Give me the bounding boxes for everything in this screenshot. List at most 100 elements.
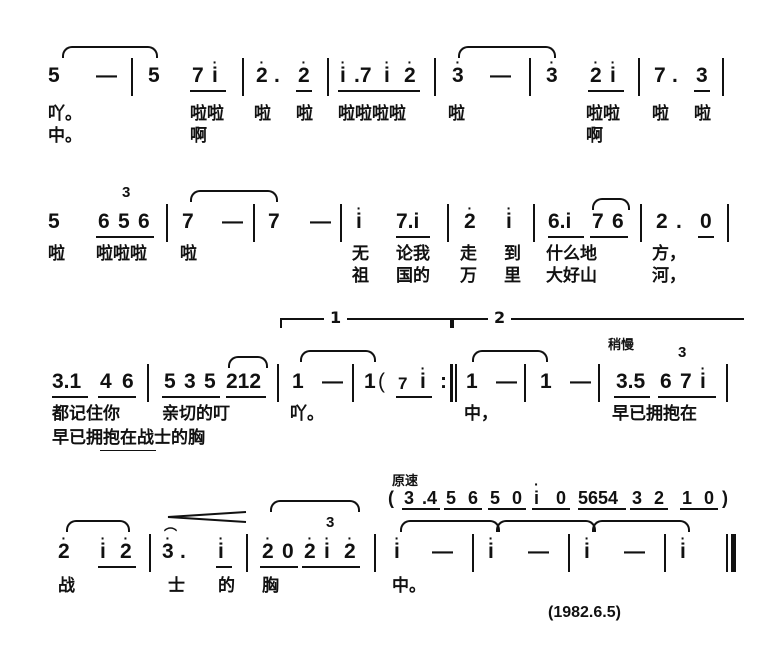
bar-line [664,534,666,572]
dash: — [96,64,117,87]
bar-line [340,204,342,242]
note: 2 [654,488,665,508]
note: 3 [404,488,415,508]
tie [472,350,548,362]
lyric: 啦啦啦 [96,244,147,264]
underline [590,236,628,238]
note: 0 [704,488,715,508]
bar-line [327,58,329,96]
note: 5 [118,210,130,233]
octave-dot: · [61,530,67,546]
dash: — [310,210,331,233]
note-high: 2· [120,530,132,563]
lyric: 什么地 [546,244,597,264]
octave-dot: · [307,530,313,546]
repeat-bar-line [455,364,457,402]
underline [548,236,584,238]
paren-open: ( [378,370,385,393]
note-high: 3· [546,54,558,87]
bar-line [447,204,449,242]
octave-dot: · [301,54,307,70]
lyric: 里 [504,266,521,286]
lyric: 啦 [652,104,669,124]
tie [300,350,376,362]
volta-1-label: 1 [324,308,348,327]
octave-dot: · [123,530,129,546]
note: 7 [592,210,604,233]
note-high: i· [356,200,362,233]
bar-line [277,364,279,402]
underline [402,508,440,510]
lyric: 啦啦 [190,104,224,124]
underline [226,396,266,398]
note: 3 [632,488,643,508]
underline [98,566,136,568]
lyric: 啦 [296,104,313,124]
octave-dot: · [700,360,706,376]
underline [396,396,432,398]
lyric: 万 [460,266,477,286]
lyric: 中。 [392,576,426,596]
fermata-icon: ⌒ [164,528,178,543]
lyric: 啦 [48,244,65,264]
bar-line [147,364,149,402]
lyric: 啦啦啦啦 [338,104,406,124]
final-bar-line-thick [731,534,736,572]
tempo-mark: 原速 [392,474,419,489]
bar-line [568,534,570,572]
note: 3 [696,64,708,87]
octave-dot: · [347,530,353,546]
note: 5654 [578,488,619,508]
lyric: 中， [464,404,498,424]
lyric: 大好山 [546,266,597,286]
bar-line [722,58,724,96]
underline [532,508,570,510]
note: 7 [268,210,280,233]
tie [270,500,360,512]
note: 1 [682,488,693,508]
lyric: 啦啦 [586,104,620,124]
underline [100,450,156,451]
lyric: 方， [652,244,686,264]
lyric: 啦 [254,104,271,124]
lyric: 国的 [396,266,430,286]
note-high: i· [340,54,346,87]
tie [400,520,500,532]
lyric: 早已拥抱在 [612,404,697,424]
underline [578,508,626,510]
octave-dot: · [165,530,171,546]
repeat-bar-line [450,364,453,402]
tie [228,356,268,368]
octave-dot: · [467,200,473,216]
octave-dot: · [584,530,590,546]
note-high: 2· [590,54,602,87]
bar-line [352,364,354,402]
note-high: i· [100,530,106,563]
lyric: 啦 [180,244,197,264]
note-accent: 6 [122,370,134,393]
dash: — [222,210,243,233]
note-high: i· [488,530,494,563]
underline [190,90,226,92]
lyric: 走 [460,244,477,264]
note-high: i· [420,360,426,393]
note: 0 [700,210,712,233]
tie [458,46,556,58]
volta-2-bracket [452,318,744,328]
note-high: i· [212,54,218,87]
lyric: 河， [652,266,686,286]
note: 5 [204,370,216,393]
note: 3.1 [52,370,82,393]
bar-line [131,58,133,96]
underline [96,236,154,238]
note-high: 2· [304,530,316,563]
octave-dot: · [212,54,218,70]
note-high: i· [584,530,590,563]
lyric: 到 [504,244,521,264]
octave-dot: · [340,54,346,70]
lyric: 的 [218,576,235,596]
bar-line [726,364,728,402]
dash: — [322,370,343,393]
dot: . [180,540,186,563]
bar-line [638,58,640,96]
